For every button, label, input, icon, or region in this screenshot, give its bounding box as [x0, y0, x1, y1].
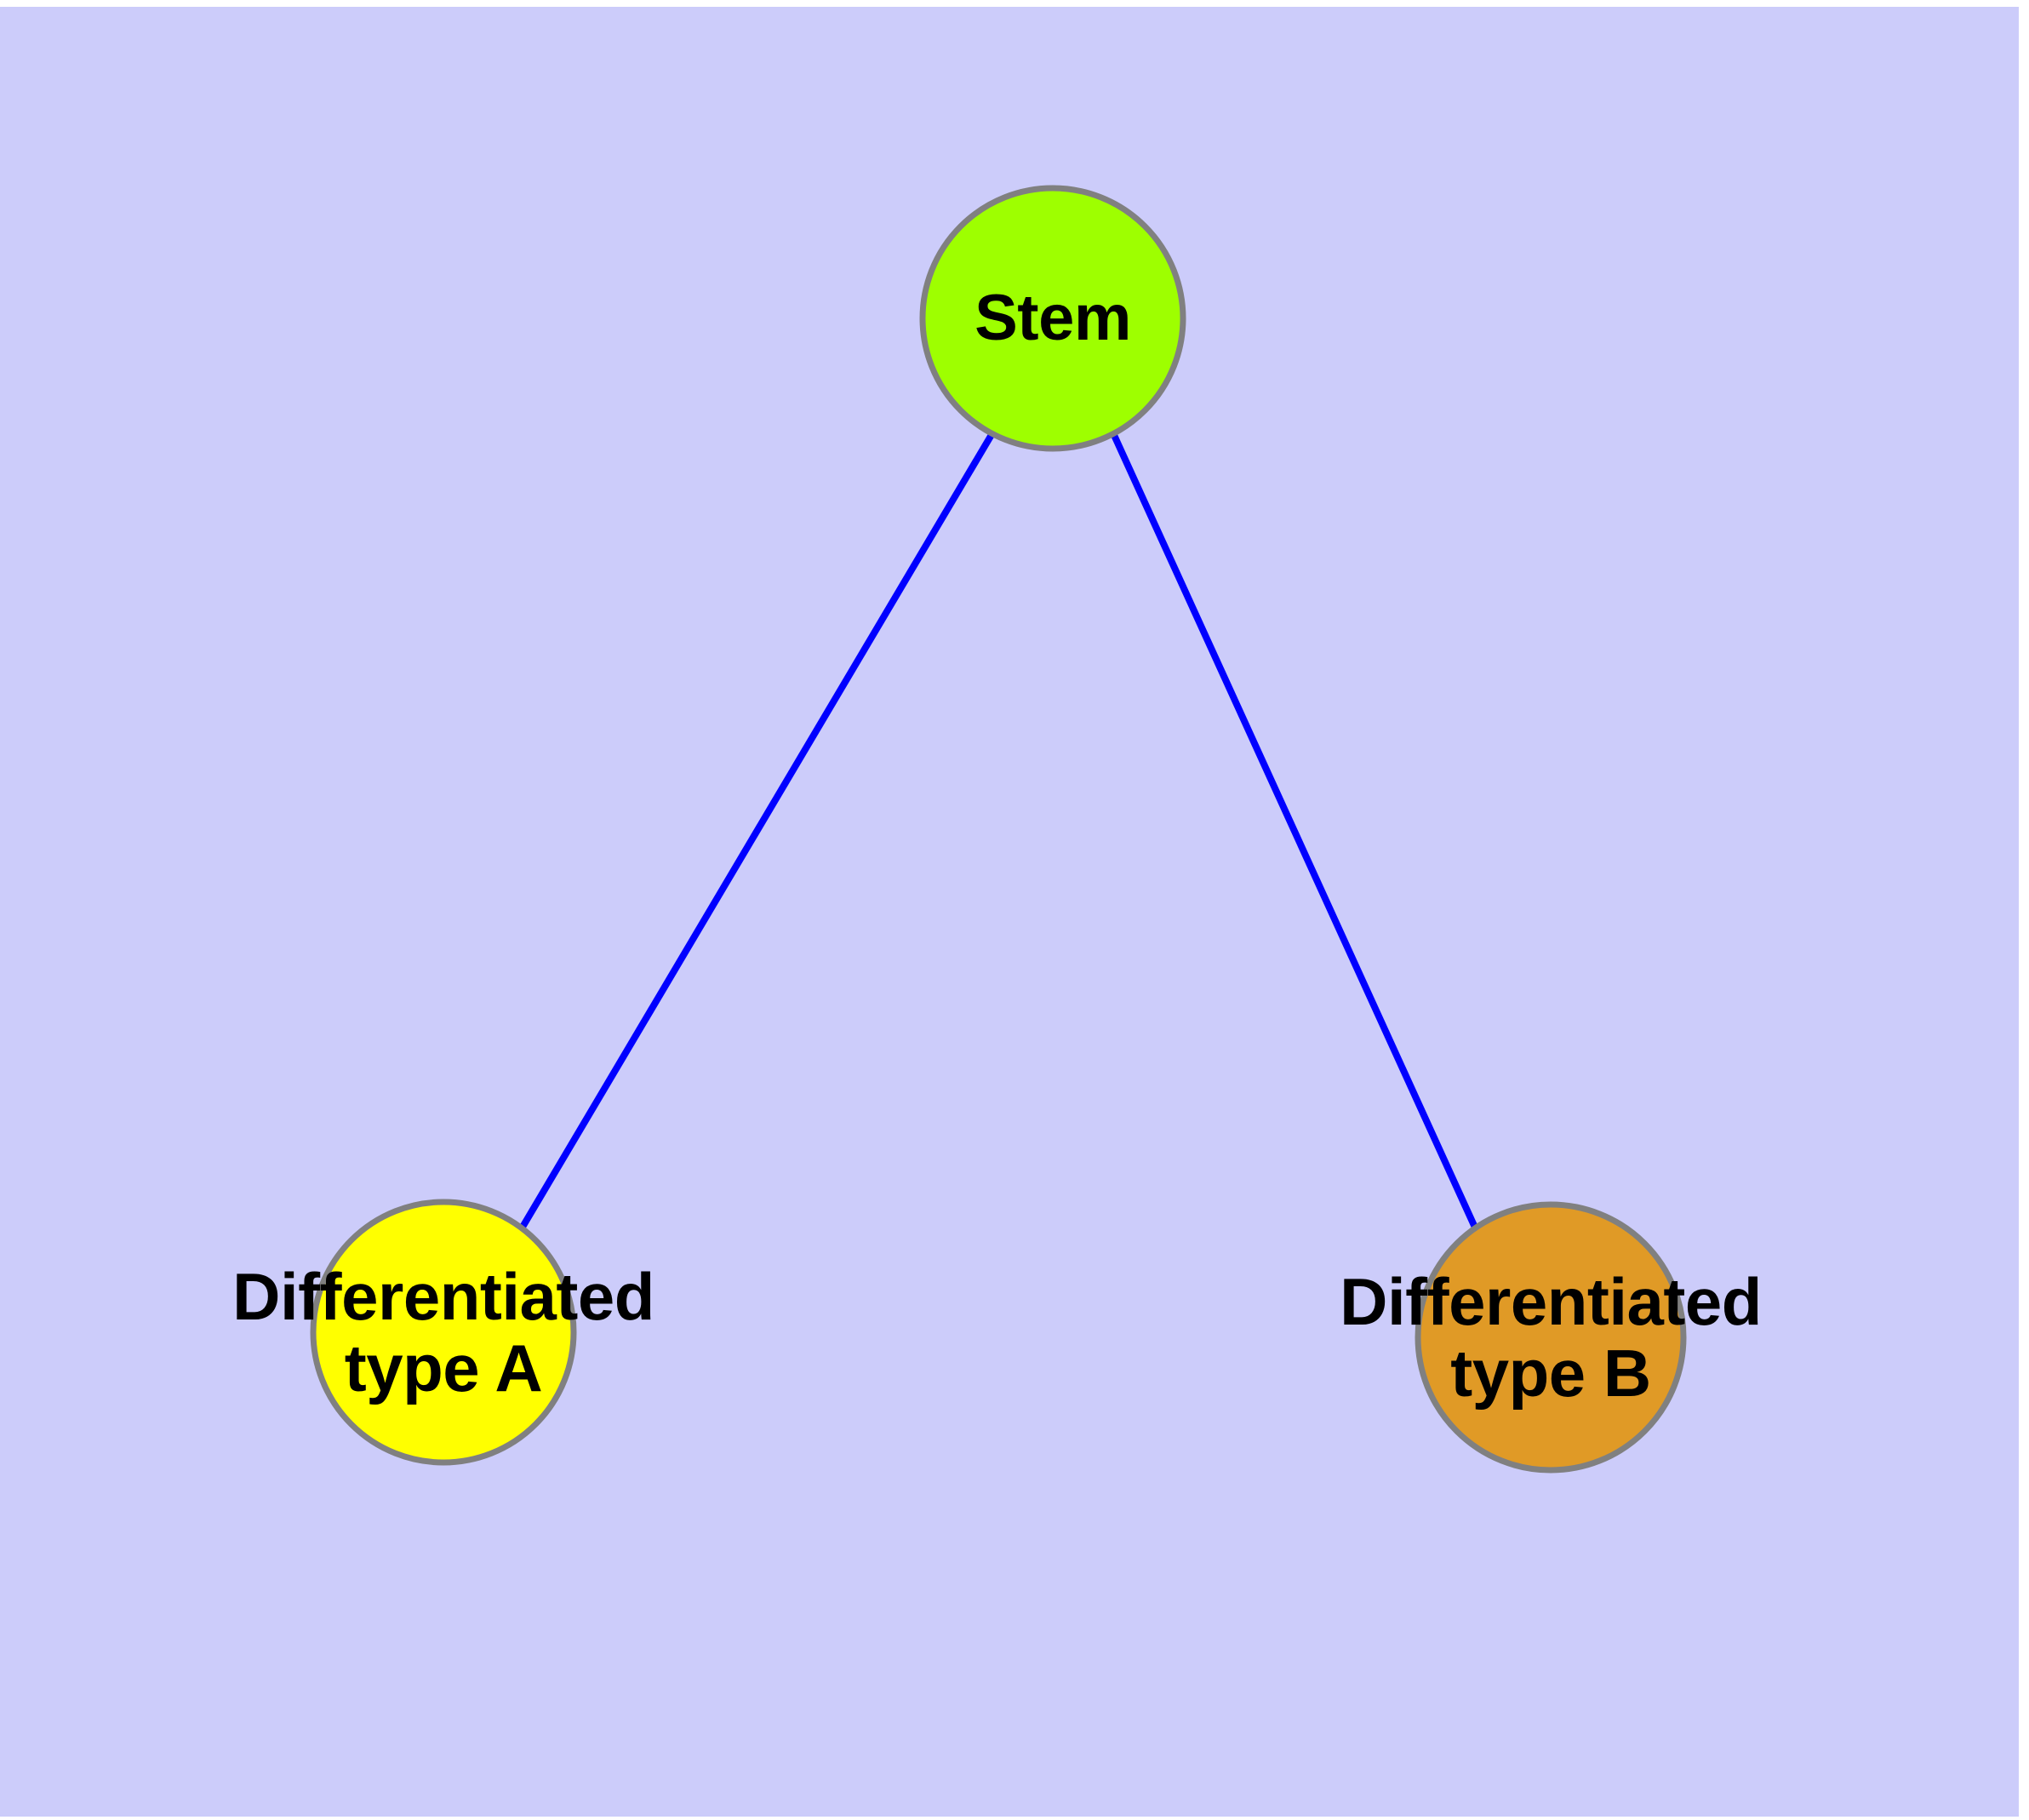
node-differentiated-type-a[interactable] [310, 1199, 577, 1466]
node-layer [310, 185, 1687, 1474]
edge-layer [518, 431, 1479, 1231]
node-differentiated-type-b[interactable] [1415, 1201, 1687, 1474]
node-stem[interactable] [919, 185, 1186, 452]
edge-stem-to-diff-a [518, 431, 996, 1231]
edge-stem-to-diff-b [1110, 432, 1479, 1231]
